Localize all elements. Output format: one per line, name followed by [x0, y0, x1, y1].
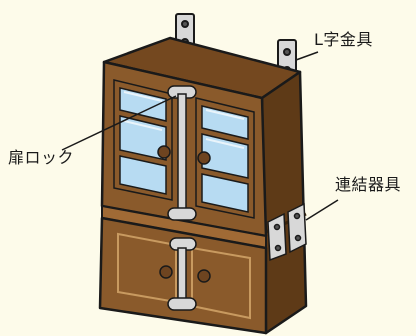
door-lock-upper-icon	[167, 85, 197, 221]
lower-door-right-panel	[191, 246, 251, 320]
glass-door-right	[195, 97, 255, 219]
label-l-bracket: L字金具	[314, 30, 373, 49]
connector-right-icon	[287, 202, 307, 254]
leader-line-connector	[305, 199, 339, 221]
door-lock-lower-icon	[167, 237, 197, 311]
leader-line-lock	[61, 95, 177, 151]
door-knob-lower-right-icon	[197, 269, 211, 283]
door-knob-upper-left-icon	[157, 145, 171, 159]
glass-door-left	[113, 79, 173, 201]
connector-left-icon	[267, 212, 287, 262]
leader-line-bracket	[295, 51, 319, 61]
door-knob-upper-right-icon	[197, 151, 211, 165]
label-connector: 連結器具	[335, 175, 402, 194]
cabinet-side	[260, 70, 308, 335]
label-door-lock: 扉ロック	[8, 148, 75, 167]
door-knob-lower-left-icon	[159, 265, 173, 279]
